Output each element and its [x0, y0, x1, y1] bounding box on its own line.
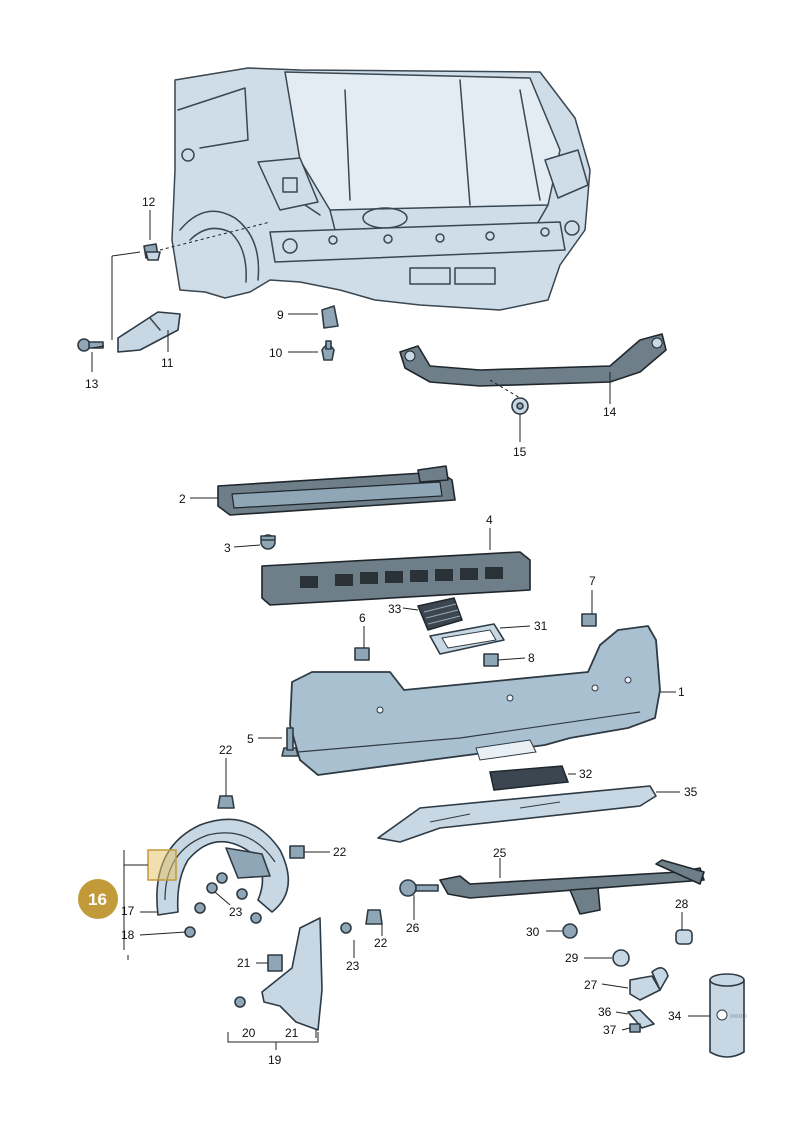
callout-30: 30: [526, 925, 540, 939]
part-20-screw: [234, 996, 246, 1008]
callout-22c: 22: [374, 936, 388, 950]
callout-4: 4: [486, 513, 493, 527]
part-37-key: [629, 1023, 641, 1033]
part-19-mud-flap: [261, 917, 323, 1031]
part-12-clip: [143, 243, 161, 261]
vehicle-rear-body: [171, 67, 591, 311]
callout-8: 8: [528, 651, 535, 665]
callout-20: 20: [242, 1026, 256, 1040]
leader-lines: [91, 210, 710, 1050]
callout-5: 5: [247, 732, 254, 746]
part-13-screw: [77, 338, 104, 352]
callout-6: 6: [359, 611, 366, 625]
callout-13: 13: [85, 377, 99, 391]
part-23-screws: [184, 872, 352, 938]
part-2-energy-absorber-bracket: [217, 465, 456, 516]
part-6-clip: [354, 647, 370, 661]
callout-15: 15: [513, 445, 527, 459]
callout-22b: 22: [333, 845, 347, 859]
part-32-reflector: [489, 765, 570, 791]
callout-37: 37: [603, 1023, 617, 1037]
part-26-bolt: [399, 879, 439, 897]
callout-21a: 21: [237, 956, 251, 970]
callout-22a: 22: [219, 743, 233, 757]
part-9-spreader-nut: [321, 305, 339, 329]
part-8-clip: [483, 653, 499, 667]
callout-2: 2: [179, 492, 186, 506]
part-11-bracket: [117, 311, 181, 353]
callout-3: 3: [224, 541, 231, 555]
callout-36: 36: [598, 1005, 612, 1019]
svg-text:○○○○: ○○○○: [730, 1013, 747, 1020]
callout-7: 7: [589, 574, 596, 588]
callout-labels: 1 2 3 4 5 6 7 8 9 10 11 12 13 14 15 17 1…: [85, 195, 698, 1067]
callout-21b: 21: [285, 1026, 299, 1040]
callout-10: 10: [269, 346, 283, 360]
highlight-box-16: [147, 849, 177, 881]
callout-25: 25: [493, 846, 507, 860]
callout-16: 16: [88, 890, 107, 909]
callout-28: 28: [675, 897, 689, 911]
part-29-nut: [612, 949, 630, 967]
part-30-cap: [562, 923, 578, 939]
part-35-diffuser: [377, 785, 657, 843]
part-7-clip: [581, 613, 597, 627]
callout-16-highlight[interactable]: 16: [78, 879, 118, 919]
part-25-towbar-crossmember: [439, 859, 705, 915]
part-14-rear-carrier: [399, 333, 667, 387]
part-28-cap: [675, 929, 693, 945]
callout-23b: 23: [346, 959, 360, 973]
part-33-grille: [416, 597, 463, 631]
callout-33: 33: [388, 602, 402, 616]
callout-1: 1: [678, 685, 685, 699]
part-10-bolt: [321, 340, 335, 361]
callout-27: 27: [584, 978, 598, 992]
callout-19: 19: [268, 1053, 282, 1067]
part-4-energy-absorber: [261, 551, 531, 606]
part-3-bolt: [260, 534, 276, 550]
callout-23a: 23: [229, 905, 243, 919]
callout-31: 31: [534, 619, 548, 633]
callout-11: 11: [161, 356, 174, 370]
part-1-bumper-cover: [289, 625, 661, 776]
part-21-clip: [267, 954, 283, 972]
part-27-ball-head: [629, 967, 669, 1001]
callout-17: 17: [121, 904, 135, 918]
part-16-wheel-housing-liner: [156, 818, 290, 916]
callout-29: 29: [565, 951, 579, 965]
callout-34: 34: [668, 1009, 682, 1023]
callout-26: 26: [406, 921, 420, 935]
highlight-circle: [78, 879, 118, 919]
callout-32: 32: [579, 767, 593, 781]
callout-9: 9: [277, 308, 284, 322]
callout-14: 14: [603, 405, 617, 419]
part-15-nut: [511, 397, 529, 415]
callout-12: 12: [142, 195, 156, 209]
part-5-screw: [281, 727, 299, 757]
callout-35: 35: [684, 785, 698, 799]
callout-18: 18: [121, 928, 135, 942]
part-36-key: [627, 1009, 655, 1029]
part-34-spray-can: ○○○○: [709, 973, 747, 1058]
part-31-frame: [429, 623, 505, 655]
